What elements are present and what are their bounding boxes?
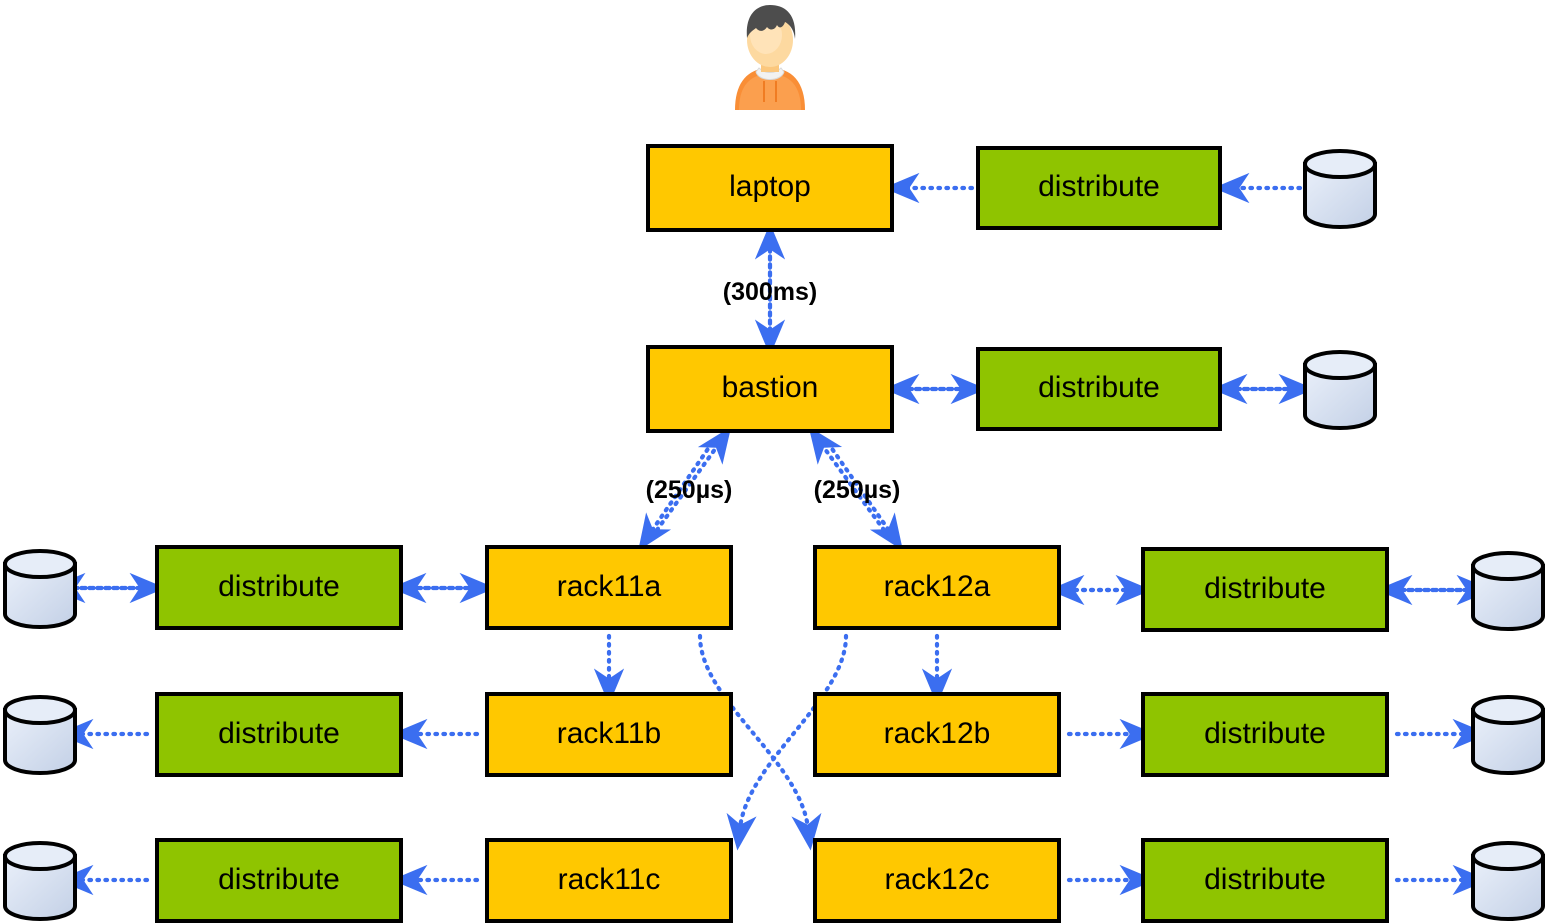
node-label: distribute (1038, 170, 1160, 203)
node-dist_12c[interactable]: distribute (1141, 838, 1389, 923)
node-dist_11a[interactable]: distribute (155, 545, 403, 630)
database-cylinder (1300, 349, 1380, 431)
node-label: distribute (1204, 571, 1326, 605)
latency-text: (300ms) (722, 278, 818, 306)
node-rack12a[interactable]: rack12a (813, 545, 1061, 630)
latency-text: (250µs) (645, 476, 733, 504)
node-rack11b[interactable]: rack11b (485, 692, 733, 777)
latency-text: (250µs) (813, 476, 901, 504)
node-label: distribute (1038, 371, 1160, 404)
node-label: laptop (729, 170, 811, 203)
edge-label-latency-laptop-bastion: (300ms) (670, 278, 870, 307)
node-rack11a[interactable]: rack11a (485, 545, 733, 630)
database-cylinder (0, 694, 80, 776)
node-dist_laptop[interactable]: distribute (976, 146, 1222, 230)
node-dist_12b[interactable]: distribute (1141, 692, 1389, 777)
node-rack12b[interactable]: rack12b (813, 692, 1061, 777)
node-rack12c[interactable]: rack12c (813, 838, 1061, 923)
database-cylinder (0, 548, 80, 630)
node-label: distribute (1204, 862, 1326, 896)
node-dist_11c[interactable]: distribute (155, 838, 403, 923)
node-bastion[interactable]: bastion (646, 345, 894, 433)
node-dist_11b[interactable]: distribute (155, 692, 403, 777)
edge-label-latency-bastion-rack12a: (250µs) (757, 476, 957, 505)
node-label: rack11a (556, 569, 662, 603)
node-label: rack11b (556, 716, 662, 750)
database-cylinder (1468, 694, 1548, 776)
node-label: rack12c (884, 862, 990, 896)
node-dist_12a[interactable]: distribute (1141, 547, 1389, 632)
database-cylinder (1468, 840, 1548, 922)
node-label: distribute (218, 862, 340, 896)
database-cylinder (0, 840, 80, 922)
node-rack11c[interactable]: rack11c (485, 838, 733, 923)
node-label: rack12b (883, 716, 991, 750)
node-laptop[interactable]: laptop (646, 144, 894, 232)
database-cylinder (1468, 550, 1548, 632)
node-label: bastion (721, 371, 819, 404)
node-label: rack12a (883, 569, 991, 603)
user-avatar-icon (715, 2, 825, 110)
node-label: distribute (1204, 716, 1326, 750)
node-label: distribute (218, 716, 340, 750)
node-dist_bastion[interactable]: distribute (976, 347, 1222, 431)
node-label: rack11c (557, 862, 661, 896)
node-label: distribute (218, 569, 340, 603)
database-cylinder (1300, 148, 1380, 230)
edge-label-latency-bastion-rack11a: (250µs) (589, 476, 789, 505)
